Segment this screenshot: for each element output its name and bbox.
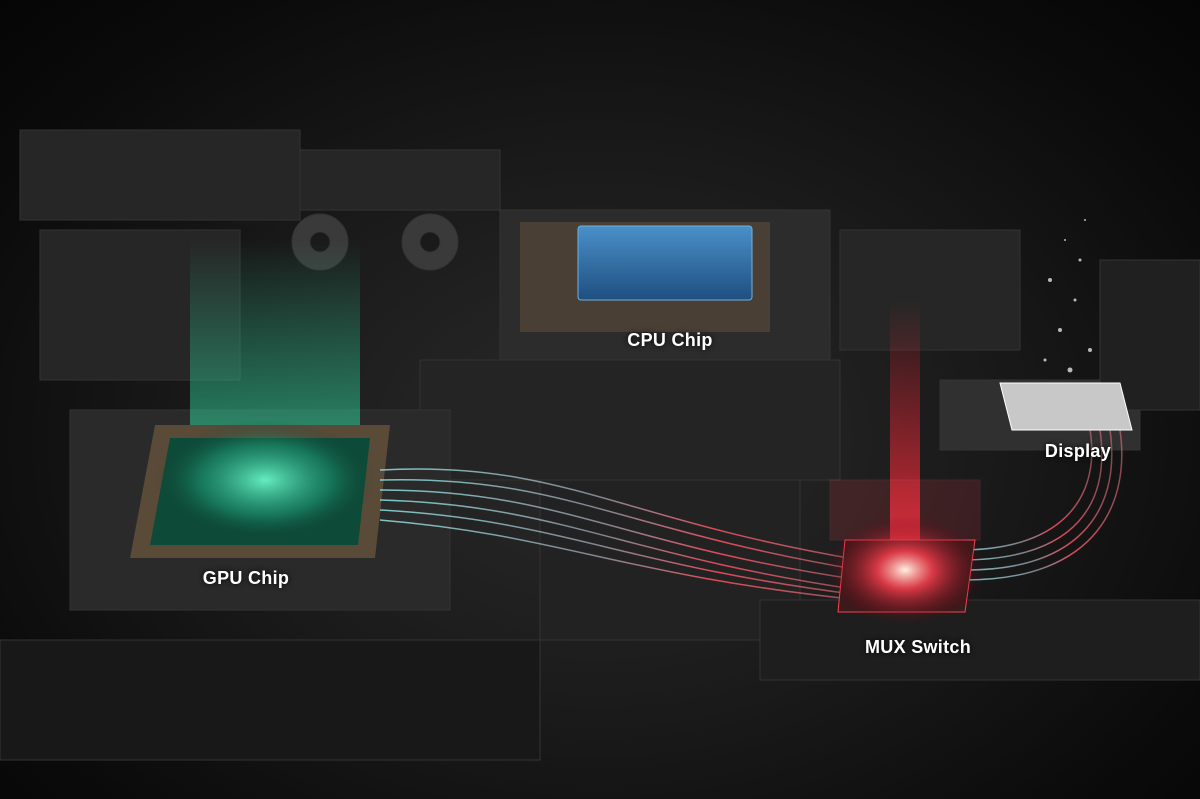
- display-label: Display: [1044, 441, 1112, 461]
- signal-flow-lines: [379, 429, 1123, 601]
- gpu-chip-label: GPU Chip: [202, 568, 290, 588]
- display-chip: [999, 219, 1133, 431]
- cpu-chip-label: CPU Chip: [627, 330, 713, 350]
- gpu-chip: [130, 240, 390, 558]
- mux-switch-label: MUX Switch: [864, 637, 972, 657]
- mux-switch: [825, 300, 985, 625]
- cpu-chip: [520, 222, 770, 332]
